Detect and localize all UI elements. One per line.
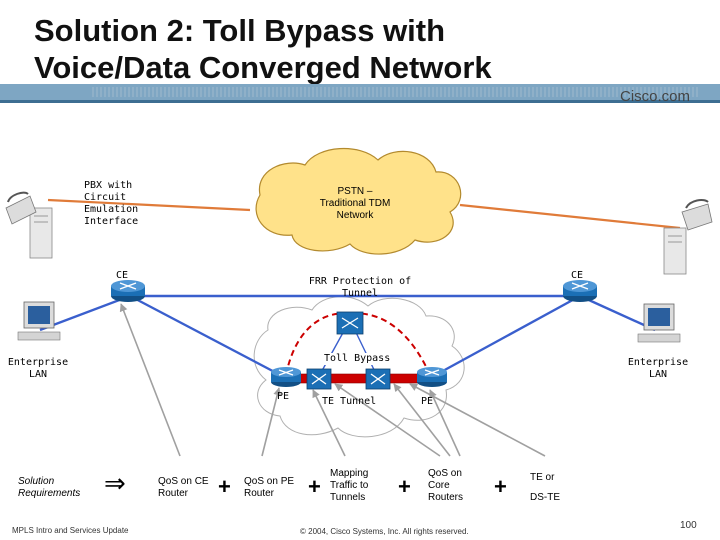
pbx-label-line: Interface	[84, 216, 139, 227]
pstn-label-line: Traditional TDM	[319, 198, 391, 209]
pbx-label-line: Emulation	[84, 204, 139, 215]
enterprise-lan-line: LAN	[648, 369, 668, 380]
frr-label: FRR Protection of Tunnel	[300, 276, 420, 300]
pe-left-label: PE	[277, 391, 290, 402]
toll-bypass-label: Toll Bypass	[324, 353, 391, 365]
plus-icon: +	[218, 474, 231, 499]
requirement-line: Router	[244, 488, 275, 499]
requirement-mapping-traffic: Mapping Traffic to Tunnels	[330, 468, 368, 504]
requirement-te-dste: TE or DS-TE	[530, 472, 560, 504]
solution-requirements-label: Solution Requirements	[18, 476, 80, 500]
frr-label-line: Tunnel	[341, 288, 379, 299]
requirement-qos-pe: QoS on PE Router	[244, 476, 294, 500]
brand-logo: Cisco.com	[620, 88, 691, 105]
footer-left: MPLS Intro and Services Update	[12, 526, 129, 535]
switch-core-left	[306, 368, 332, 390]
slide-title: Solution 2: Toll Bypass with Voice/Data …	[34, 12, 492, 86]
requirement-line: Tunnels	[330, 492, 366, 503]
requirement-line: Traffic to	[330, 480, 369, 491]
phone-pbx-left-icon	[5, 191, 53, 259]
tdm-links	[47, 198, 681, 230]
ce-right-label: CE	[571, 270, 584, 281]
requirement-line: DS-TE	[530, 492, 560, 503]
requirement-spacer	[530, 484, 560, 492]
router-ce-left	[111, 280, 145, 302]
requirement-qos-core: QoS on Core Routers	[428, 468, 463, 504]
requirement-line: Routers	[428, 492, 464, 503]
page-number: 100	[680, 520, 697, 531]
enterprise-lan-left-label: Enterprise LAN	[6, 357, 70, 381]
plus-icon: +	[398, 474, 411, 499]
footer-copyright: © 2004, Cisco Systems, Inc. All rights r…	[300, 527, 469, 536]
pbx-label-line: PBX with	[84, 180, 133, 191]
plus-icon: +	[308, 474, 321, 499]
pstn-cloud	[255, 148, 462, 255]
enterprise-lan-line: Enterprise	[627, 357, 689, 368]
phone-pbx-right-icon	[663, 199, 713, 275]
pstn-label-line: PSTN –	[337, 186, 373, 197]
requirement-line: Mapping	[330, 468, 369, 479]
switch-core-top	[336, 311, 364, 335]
slide-title-line2: Voice/Data Converged Network	[34, 50, 492, 85]
pbx-label: PBX with Circuit Emulation Interface	[84, 180, 138, 228]
pstn-label: PSTN – Traditional TDM Network	[298, 186, 412, 222]
pc-right-icon	[637, 303, 681, 343]
router-pe-left	[271, 367, 301, 387]
requirement-qos-ce: QoS on CE Router	[158, 476, 209, 500]
slide-title-line1: Solution 2: Toll Bypass with	[34, 13, 446, 48]
pe-right-label: PE	[421, 396, 434, 407]
enterprise-lan-line: LAN	[28, 369, 48, 380]
pbx-label-line: Circuit	[84, 192, 127, 203]
pstn-label-line: Network	[336, 210, 374, 221]
requirement-line: QoS on	[428, 468, 462, 479]
requirement-line: TE or	[530, 472, 555, 483]
requirement-line: Router	[158, 488, 189, 499]
requirement-line: Core	[428, 480, 450, 491]
ce-left-label: CE	[116, 270, 129, 281]
router-ce-right	[563, 280, 597, 302]
requirement-arrows	[119, 303, 546, 457]
enterprise-lan-line: Enterprise	[7, 357, 69, 368]
mpls-cloud	[253, 296, 465, 438]
te-tunnel-label: TE Tunnel	[322, 396, 377, 407]
switch-core-right	[365, 368, 391, 390]
header-bar	[0, 84, 720, 103]
solution-requirements-line: Solution	[18, 476, 55, 487]
router-pe-right	[417, 367, 447, 387]
frr-label-line: FRR Protection of	[308, 276, 412, 287]
pc-left-icon	[17, 301, 61, 341]
solution-requirements-line: Requirements	[18, 488, 81, 499]
requirement-line: QoS on PE	[244, 476, 295, 487]
plus-icon: +	[494, 474, 507, 499]
implies-icon: ⇒	[104, 468, 126, 498]
enterprise-lan-right-label: Enterprise LAN	[626, 357, 690, 381]
requirement-line: QoS on CE	[158, 476, 209, 487]
